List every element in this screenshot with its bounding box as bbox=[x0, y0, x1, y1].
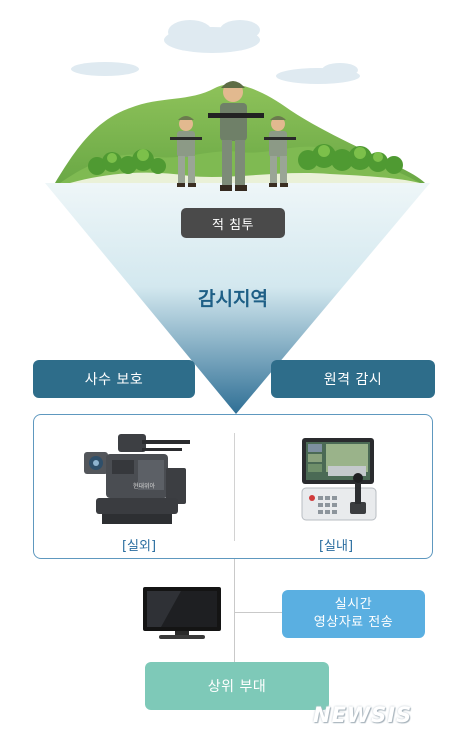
enemy-infiltration-label: 적 침투 bbox=[181, 208, 285, 238]
realtime-video-transfer-label: 실시간 영상자료 전송 bbox=[282, 590, 425, 638]
soldier-icon bbox=[170, 81, 296, 191]
monitor-icon bbox=[143, 587, 221, 639]
realtime-line-2: 영상자료 전송 bbox=[313, 615, 394, 630]
indoor-caption: [실내] bbox=[318, 539, 354, 554]
outdoor-caption: [실외] bbox=[121, 539, 157, 554]
remote-surveillance-label: 원격 감시 bbox=[271, 360, 435, 398]
realtime-line-1: 실시간 bbox=[334, 597, 373, 612]
remote-weapon-station-icon: 현대위아 bbox=[84, 434, 190, 524]
connector-branch-line bbox=[235, 612, 282, 613]
connector-line bbox=[234, 559, 235, 663]
surveillance-zone-label: 감시지역 bbox=[198, 288, 268, 310]
panel-divider bbox=[234, 433, 235, 541]
surveillance-cone bbox=[45, 183, 430, 414]
surveillance-scene bbox=[45, 20, 430, 414]
higher-unit-label: 상위 부대 bbox=[145, 662, 329, 710]
newsis-watermark: NEWSIS bbox=[313, 703, 413, 727]
control-console-icon bbox=[301, 438, 377, 521]
cloud-icon bbox=[71, 20, 360, 84]
weapon-marking: 현대위아 bbox=[133, 482, 156, 490]
shooter-protection-label: 사수 보호 bbox=[33, 360, 195, 398]
